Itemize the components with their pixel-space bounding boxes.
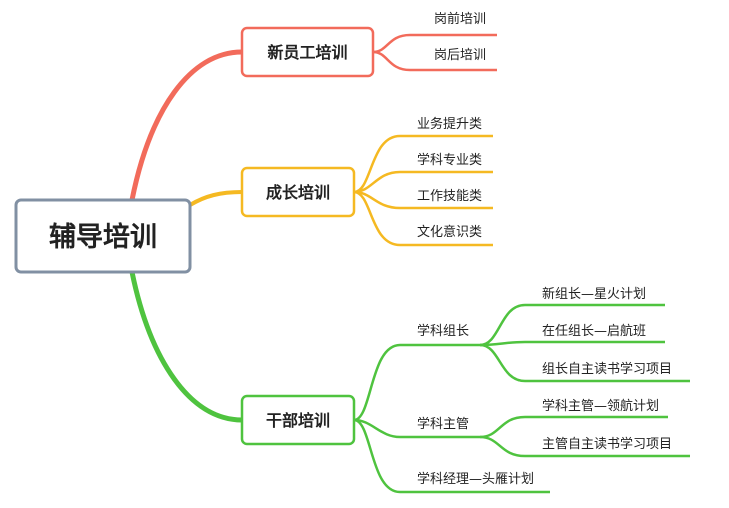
sub-branch-label[interactable]: 学科组长 [417, 323, 469, 339]
connector-branch3-sub2 [353, 418, 480, 439]
connector-root-branch3 [129, 269, 245, 423]
leaf-label[interactable]: 岗后培训 [434, 47, 486, 63]
leaf-label[interactable]: 文化意识类 [417, 224, 482, 240]
branch-node-cadre[interactable]: 干部培训 [240, 394, 356, 446]
connector-branch3-sub3 [353, 418, 550, 494]
sub-branch-label[interactable]: 学科经理—头雁计划 [417, 471, 534, 487]
connector-branch1-leaf2 [372, 50, 497, 72]
connector-root-branch1 [129, 49, 245, 203]
leaf-label[interactable]: 组长自主读书学习项目 [542, 361, 672, 377]
connector-sub1-leaf1 [479, 303, 665, 347]
connector-root-branch2 [188, 190, 244, 207]
connector-branch2-leaf4 [353, 190, 493, 247]
leaf-label[interactable]: 学科专业类 [417, 152, 482, 168]
connector-branch2-leaf1 [353, 134, 493, 194]
sub-branch-label[interactable]: 学科主管 [417, 416, 469, 432]
connector-sub2-leaf1 [479, 415, 668, 439]
connector-sub2-leaf2 [479, 435, 690, 458]
leaf-label[interactable]: 岗前培训 [434, 11, 486, 27]
connector-sub1-leaf2 [479, 340, 665, 347]
leaf-label[interactable]: 学科主管—领航计划 [542, 398, 659, 414]
leaf-label[interactable]: 在任组长—启航班 [542, 323, 646, 339]
branch-label: 新员工培训 [267, 43, 347, 62]
branch-node-growth[interactable]: 成长培训 [240, 166, 356, 218]
branch-node-new-employee[interactable]: 新员工培训 [240, 26, 375, 78]
branch-label: 干部培训 [266, 411, 330, 430]
leaf-label[interactable]: 主管自主读书学习项目 [542, 436, 672, 452]
root-label: 辅导培训 [49, 222, 157, 253]
connector-sub1-leaf3 [479, 343, 690, 383]
leaf-label[interactable]: 业务提升类 [417, 116, 482, 132]
leaf-label[interactable]: 新组长—星火计划 [542, 286, 646, 302]
connector-branch3-sub1 [353, 343, 480, 422]
branch-label: 成长培训 [266, 183, 330, 202]
leaf-label[interactable]: 工作技能类 [417, 189, 482, 204]
root-node[interactable]: 辅导培训 [14, 198, 192, 274]
